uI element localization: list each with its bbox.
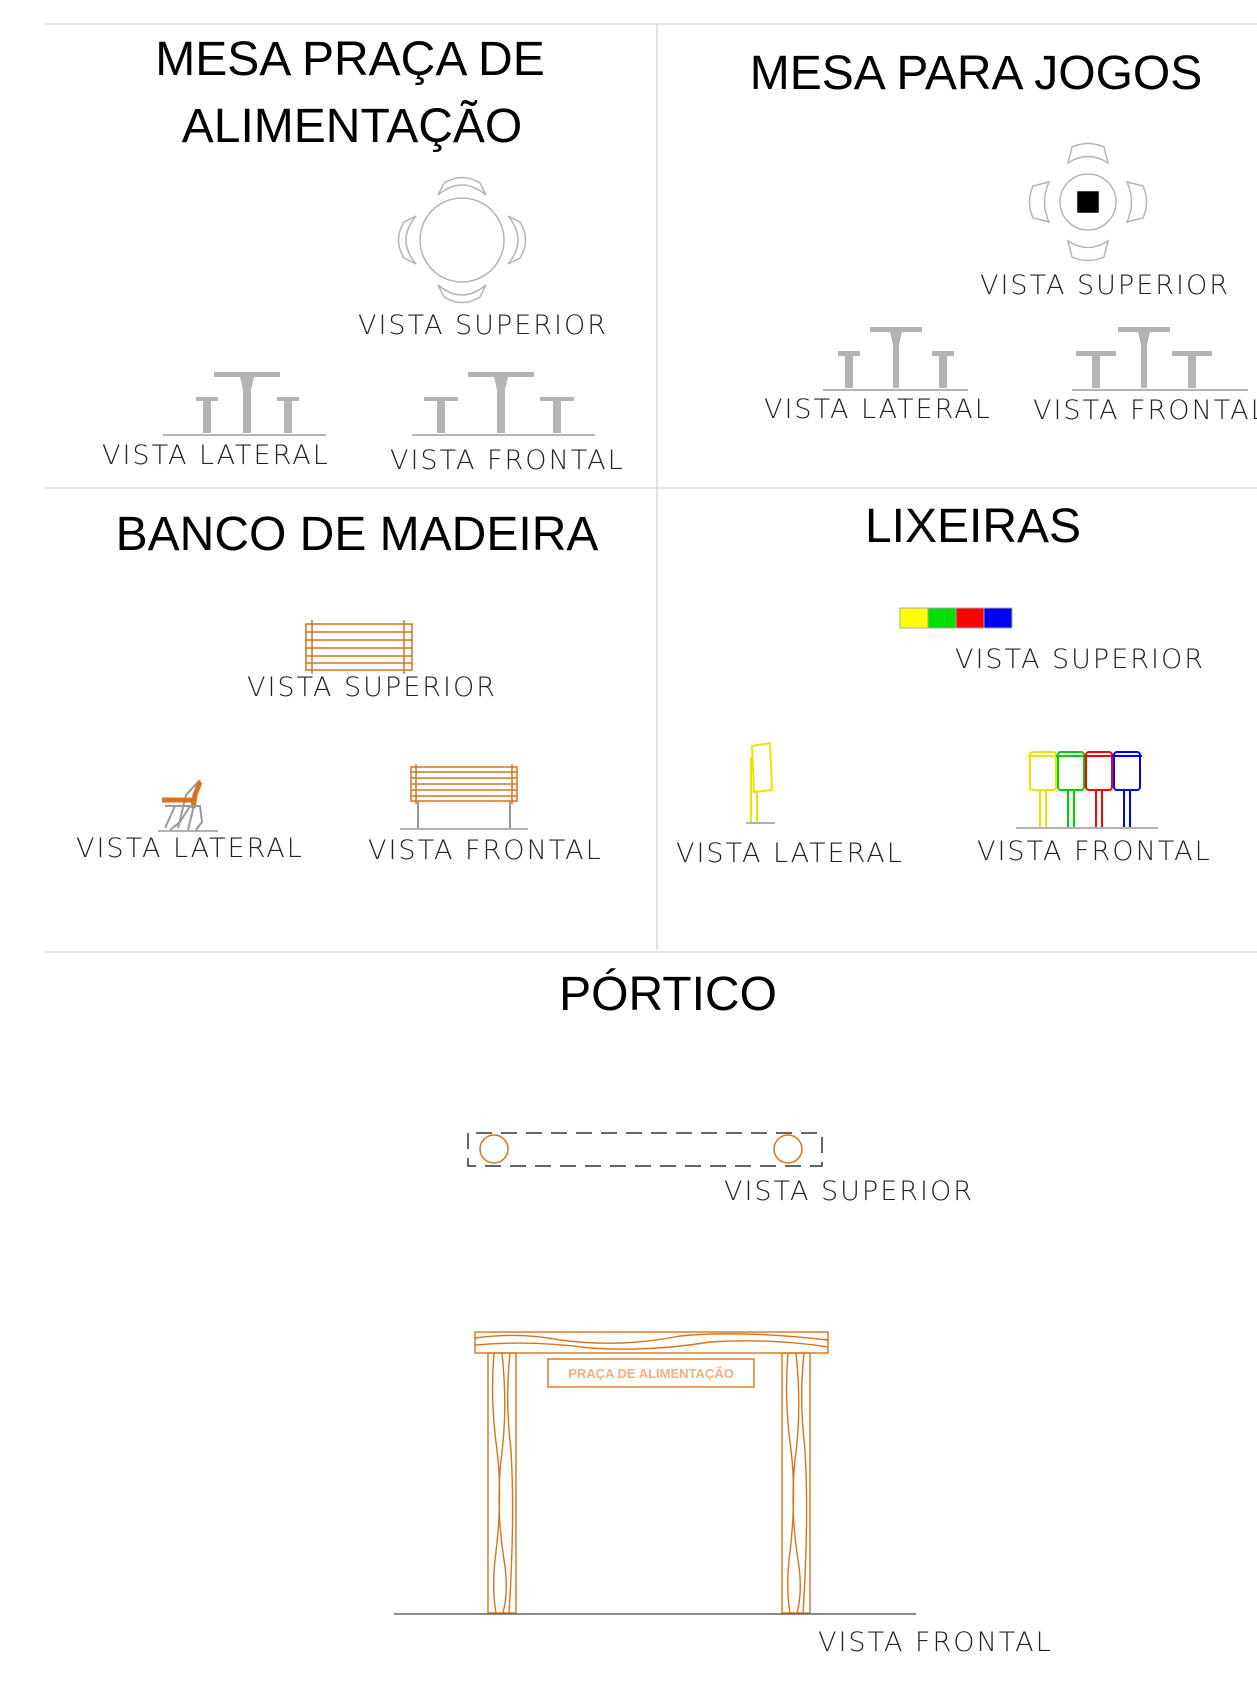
banco-view-side-label: VISTA LATERAL [76,833,304,864]
portico-view-front-label: VISTA FRONTAL [818,1627,1053,1658]
portico-title: PÓRTICO [559,967,777,1021]
section-mesa-praca: MESA PRAÇA DE ALIMENTAÇÃO VISTA SUPERIOR… [102,33,625,476]
mesa-jogos-view-side-label: VISTA LATERAL [764,394,992,425]
mesa-jogos-top-drawing [1028,142,1148,262]
portico-front-drawing [394,1331,916,1615]
mesa-jogos-side-drawing [823,327,968,391]
mesa-jogos-view-front-label: VISTA FRONTAL [1033,395,1257,426]
mesa-praca-title-line1: MESA PRAÇA DE [155,33,544,86]
lixeiras-view-side-label: VISTA LATERAL [676,838,904,869]
mesa-jogos-view-top-label: VISTA SUPERIOR [980,270,1230,301]
mesa-praca-view-top-label: VISTA SUPERIOR [358,310,608,341]
banco-view-front-label: VISTA FRONTAL [368,835,603,866]
lixeiras-front-drawing [1016,751,1158,829]
portico-sign-text: PRAÇA DE ALIMENTAÇÃO [568,1366,734,1381]
layout-grid [45,23,1257,953]
section-mesa-jogos: MESA PARA JOGOS VISTA SUPERIOR VISTA LAT… [750,47,1257,426]
lixeiras-top-drawing [899,607,1013,629]
mesa-jogos-title: MESA PARA JOGOS [750,47,1203,100]
lixeiras-side-drawing [746,741,775,824]
mesa-praca-view-side-label: VISTA LATERAL [102,440,330,471]
mesa-praca-title-line2: ALIMENTAÇÃO [182,99,523,153]
banco-view-top-label: VISTA SUPERIOR [247,672,497,703]
lixeiras-title: LIXEIRAS [865,500,1081,553]
portico-view-top-label: VISTA SUPERIOR [724,1176,974,1207]
banco-side-drawing [158,779,218,832]
mesa-praca-front-drawing [412,372,595,436]
lixeiras-view-top-label: VISTA SUPERIOR [955,644,1205,675]
mesa-praca-view-front-label: VISTA FRONTAL [390,445,625,476]
banco-front-drawing [400,764,528,830]
lixeiras-view-front-label: VISTA FRONTAL [977,836,1212,867]
portico-top-drawing [467,1132,823,1167]
mesa-praca-side-drawing [163,372,326,436]
mesa-jogos-front-drawing [1072,327,1248,391]
section-banco: BANCO DE MADEIRA VISTA SUPERIOR VISTA LA… [76,508,603,866]
banco-title: BANCO DE MADEIRA [116,508,599,561]
banco-top-drawing [305,620,413,674]
mesa-praca-top-drawing [397,176,527,304]
section-lixeiras: LIXEIRAS VISTA SUPERIOR VISTA LATERAL [676,500,1212,869]
section-portico: PÓRTICO VISTA SUPERIOR PRAÇA [394,967,1053,1658]
